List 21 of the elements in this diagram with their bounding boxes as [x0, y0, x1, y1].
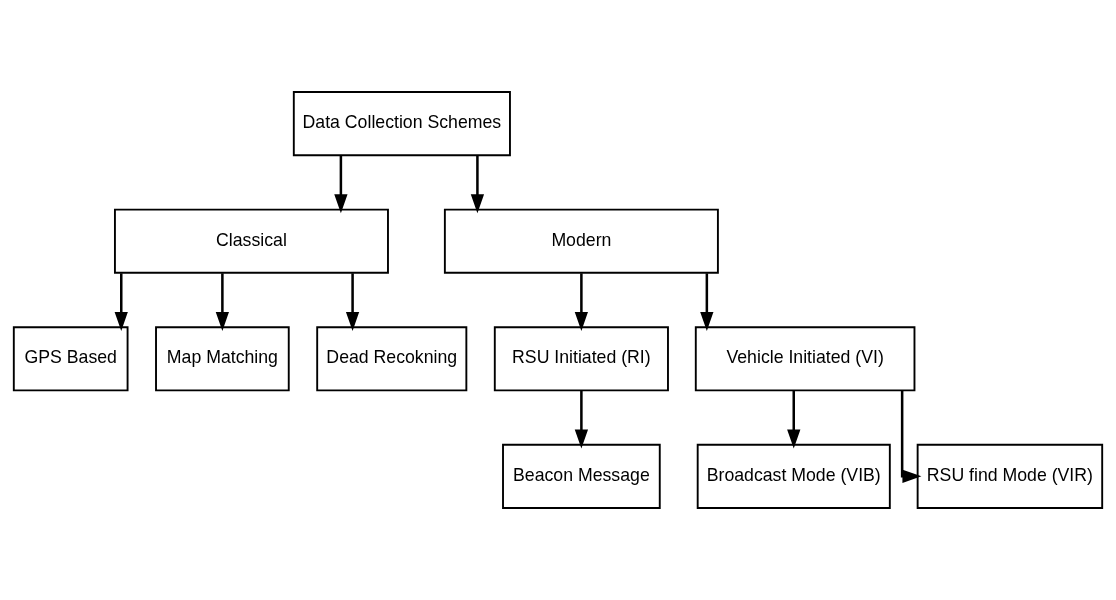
node-box: Vehicle Initiated (VI) [694, 326, 916, 392]
arrow [215, 273, 230, 331]
node-box: Data Collection Schemes [292, 91, 511, 157]
arrow [470, 155, 485, 214]
arrow [114, 273, 128, 331]
node-box: Classical [114, 208, 389, 274]
arrow [900, 390, 922, 483]
arrow [345, 273, 360, 331]
node-box: Broadcast Mode (VIB) [696, 443, 891, 509]
arrow [574, 273, 589, 331]
arrow [334, 155, 348, 214]
node-box: GPS Based [12, 326, 129, 392]
arrow [787, 390, 801, 449]
node-box: Dead Recokning [316, 326, 468, 392]
node-box: Map Matching [155, 326, 290, 392]
arrow [574, 390, 589, 449]
node-box: RSU find Mode (VIR) [916, 443, 1104, 509]
node-box: Beacon Message [502, 443, 661, 509]
arrow [700, 273, 714, 331]
node-box: RSU Initiated (RI) [493, 326, 669, 392]
node-box: Modern [443, 208, 719, 274]
